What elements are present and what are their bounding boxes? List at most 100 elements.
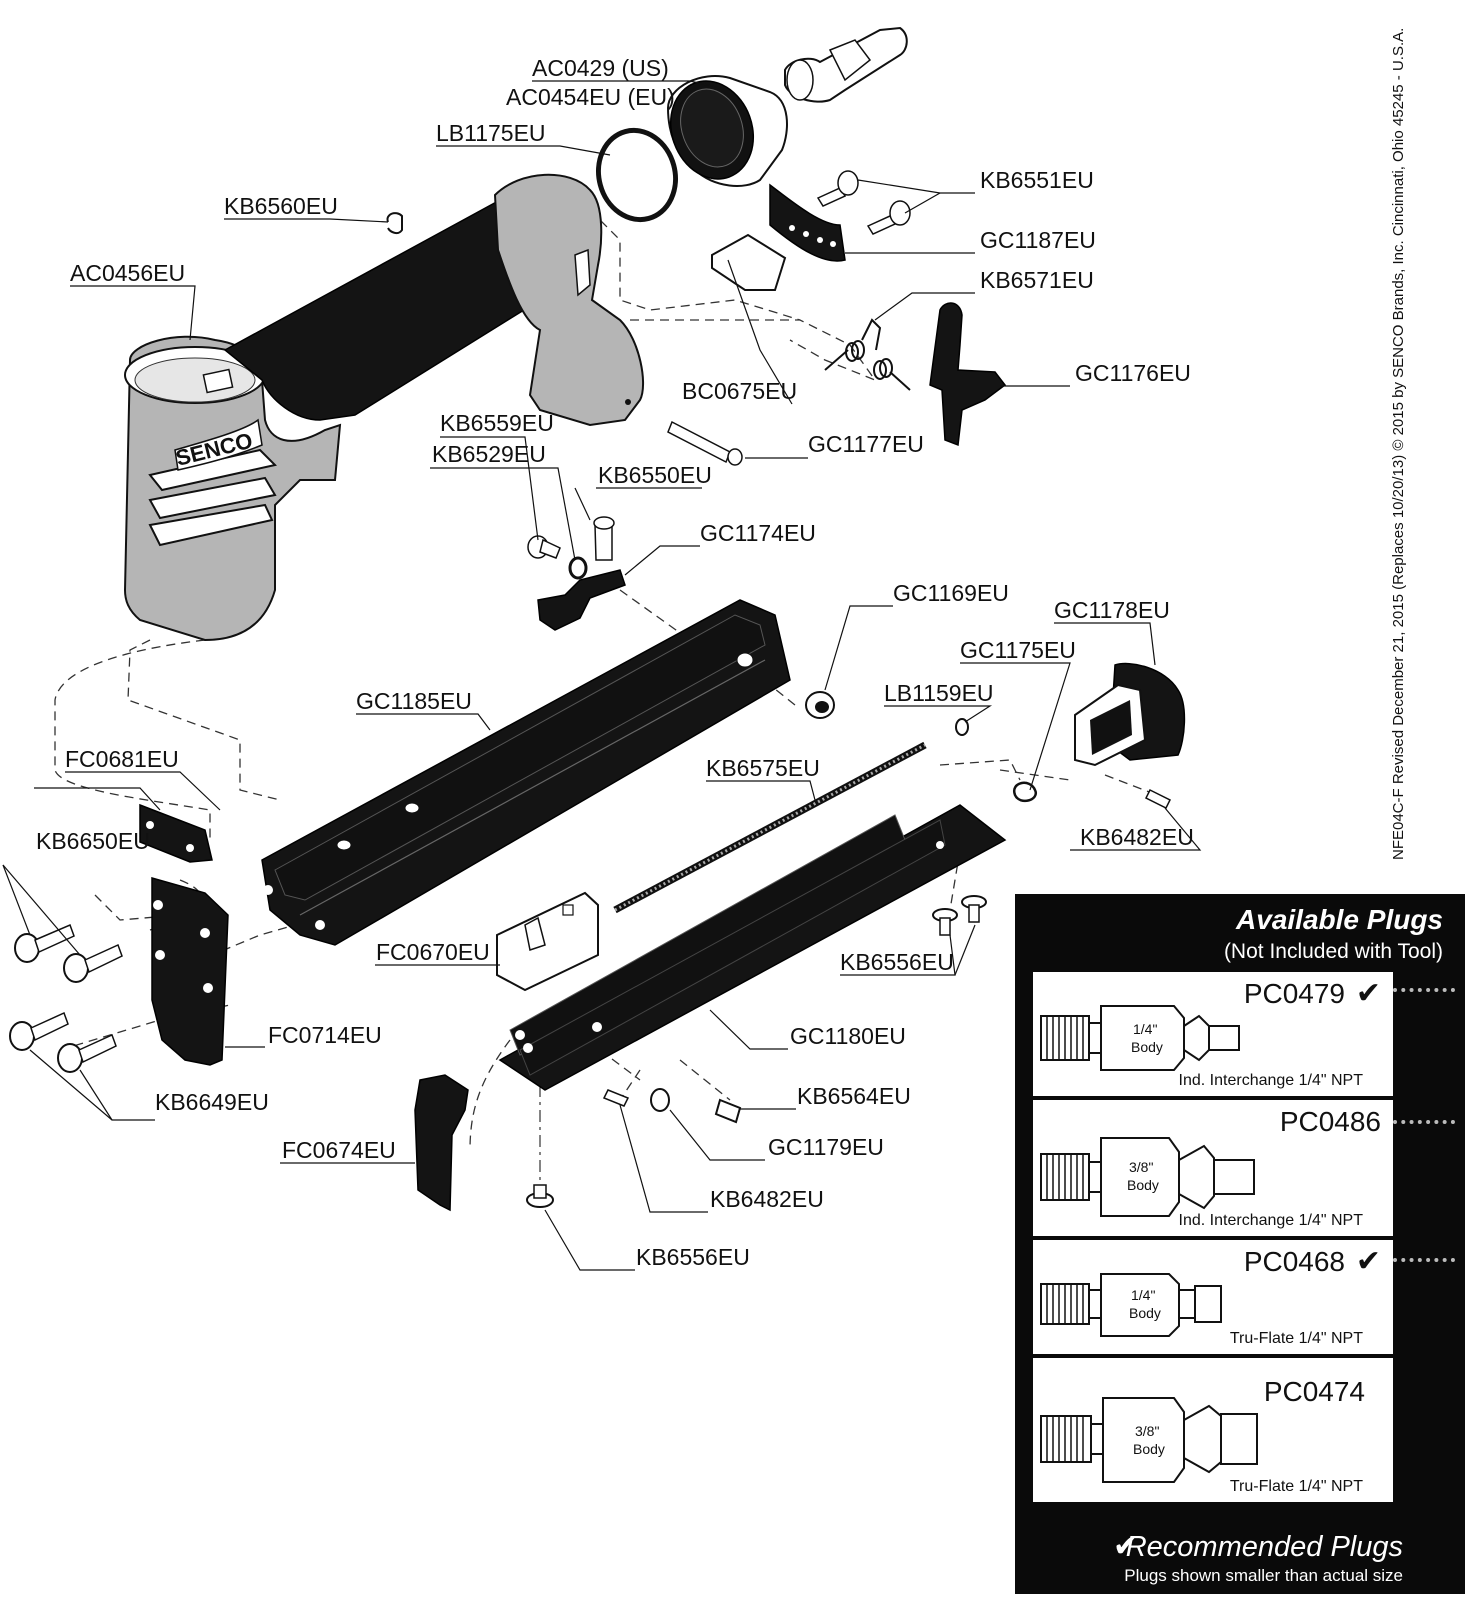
label-fc0674eu: FC0674EU	[282, 1137, 396, 1163]
label-fc0714eu: FC0714EU	[268, 1022, 382, 1048]
label-gc1177eu: GC1177EU	[808, 431, 924, 457]
svg-text:Body: Body	[1127, 1177, 1159, 1193]
plug-indicator-dots	[1393, 988, 1455, 996]
label-gc1175eu: GC1175EU	[960, 637, 1076, 663]
trigger-pad	[711, 233, 787, 291]
screws-kb6551	[816, 170, 911, 235]
svg-text:3/8": 3/8"	[1135, 1423, 1159, 1439]
leader-lines	[2, 80, 1202, 1271]
bracket	[537, 569, 626, 631]
lower-fasteners	[526, 895, 987, 1208]
trigger	[929, 302, 1007, 447]
plug-caption: Ind. Interchange 1/4" NPT	[1178, 1212, 1363, 1229]
label-lb1159eu: LB1159EU	[884, 680, 994, 706]
label-gc1187eu: GC1187EU	[980, 227, 1096, 253]
label-fc0670eu: FC0670EU	[376, 939, 490, 965]
recommended-check-icon: ✔	[1355, 977, 1381, 1010]
available-plugs-panel: Available Plugs (Not Included with Tool)…	[1015, 894, 1465, 1594]
recommended-check-icon: ✔	[1113, 1530, 1139, 1563]
label-kb6550eu: KB6550EU	[598, 462, 712, 488]
label-gc1169eu: GC1169EU	[893, 580, 1009, 606]
svg-text:1/4": 1/4"	[1131, 1287, 1155, 1303]
plug-card: PC0474 3/8" Body Tru-Flate 1/4" NPT	[1033, 1358, 1393, 1502]
magazine-spring	[613, 741, 927, 914]
revision-note: NFE04C-F Revised December 21, 2015 (Repl…	[1390, 27, 1407, 860]
plug-indicator-dots	[1393, 1120, 1455, 1128]
plug-caption: Tru-Flate 1/4" NPT	[1229, 1478, 1363, 1495]
o-ring	[595, 127, 679, 223]
small-fasteners	[527, 516, 615, 580]
plug-card: PC0486 3/8" Body Ind. Interchange 1/4" N…	[1033, 1100, 1393, 1236]
tool-housing: SENCO	[123, 173, 644, 642]
recommended-plugs-title: Recommended Plugs	[1125, 1531, 1403, 1563]
plug-card: PC0468 ✔ 1/4" Body Tru-Flate 1/4" NPT	[1033, 1240, 1393, 1354]
plug-code: PC0474	[1263, 1376, 1365, 1407]
follower	[496, 891, 599, 992]
label-ac0456eu: AC0456EU	[70, 260, 185, 286]
lower-rail	[498, 804, 1007, 1091]
label-kb6551eu: KB6551EU	[980, 167, 1094, 193]
svg-text:Body: Body	[1131, 1039, 1163, 1055]
label-gc1179eu: GC1179EU	[768, 1134, 884, 1160]
svg-text:Body: Body	[1129, 1305, 1161, 1321]
label-kb6571eu: KB6571EU	[980, 267, 1094, 293]
air-fitting	[666, 75, 788, 187]
roll-pin-upper	[1144, 788, 1172, 810]
plug-code: PC0479	[1243, 978, 1345, 1009]
plug-caption: Ind. Interchange 1/4" NPT	[1178, 1072, 1363, 1089]
driver-guide	[414, 1074, 469, 1212]
plug-code: PC0486	[1279, 1106, 1381, 1137]
label-kb6559eu: KB6559EU	[440, 410, 554, 436]
guide-plate	[139, 803, 213, 863]
label-kb6556eu-upper: KB6556EU	[840, 949, 954, 975]
pivot-pin	[667, 420, 743, 466]
label-kb6529eu: KB6529EU	[432, 441, 546, 467]
label-gc1178eu: GC1178EU	[1054, 597, 1170, 623]
label-lb1175eu: LB1175EU	[436, 120, 546, 146]
magazine-rail	[261, 599, 791, 946]
label-gc1176eu: GC1176EU	[1075, 360, 1191, 386]
label-kb6482eu-upper: KB6482EU	[1080, 824, 1194, 850]
label-fc0681eu: FC0681EU	[65, 746, 179, 772]
trigger-plate	[769, 183, 846, 262]
label-kb6482eu-lower: KB6482EU	[710, 1186, 824, 1212]
label-bc0675eu: BC0675EU	[682, 378, 797, 404]
end-cap	[1074, 662, 1186, 767]
label-kb6564eu: KB6564EU	[797, 1083, 911, 1109]
svg-text:3/8": 3/8"	[1129, 1159, 1153, 1175]
plug-illustration: 3/8" Body	[1040, 1137, 1255, 1217]
label-gc1174eu: GC1174EU	[700, 520, 816, 546]
label-gc1185eu: GC1185EU	[356, 688, 472, 714]
spring-clip	[1012, 781, 1038, 803]
label-kb6556eu-lower: KB6556EU	[636, 1244, 750, 1270]
label-gc1180eu: GC1180EU	[790, 1023, 906, 1049]
plug-indicator-dots	[1393, 1258, 1455, 1266]
label-kb6575eu: KB6575EU	[706, 755, 820, 781]
plug-code: PC0468	[1243, 1246, 1345, 1277]
rail-knob	[805, 691, 835, 719]
plug-card: PC0479 ✔ 1/4" Body Ind. Interchange 1/4"…	[1033, 972, 1393, 1096]
plug-illustration: 1/4" Body	[1040, 1005, 1240, 1071]
label-kb6650eu: KB6650EU	[36, 828, 150, 854]
plug-illustration: 1/4" Body	[1040, 1273, 1222, 1337]
plug-caption: Tru-Flate 1/4" NPT	[1229, 1330, 1363, 1347]
panel-title: Available Plugs	[1236, 904, 1443, 935]
part-labels: AC0429 (US) AC0454EU (EU) LB1175EU KB656…	[36, 55, 1194, 1270]
e-clip	[386, 212, 403, 235]
plug-connector	[784, 26, 908, 103]
recommended-plugs-note: Plugs shown smaller than actual size	[1124, 1566, 1403, 1585]
panel-subtitle: (Not Included with Tool)	[1223, 940, 1443, 963]
nose-screws	[9, 923, 123, 1073]
plug-illustration: 3/8" Body	[1040, 1397, 1258, 1483]
trigger-spring	[824, 318, 911, 391]
svg-text:1/4": 1/4"	[1133, 1021, 1157, 1037]
label-kb6649eu: KB6649EU	[155, 1089, 269, 1115]
svg-text:Body: Body	[1133, 1441, 1165, 1457]
label-ac0429: AC0429 (US)	[532, 55, 669, 81]
nose-plate	[151, 877, 229, 1066]
recommended-check-icon: ✔	[1355, 1245, 1381, 1278]
label-ac0454eu: AC0454EU (EU)	[506, 84, 675, 110]
washer	[955, 718, 969, 736]
label-kb6560eu: KB6560EU	[224, 193, 338, 219]
